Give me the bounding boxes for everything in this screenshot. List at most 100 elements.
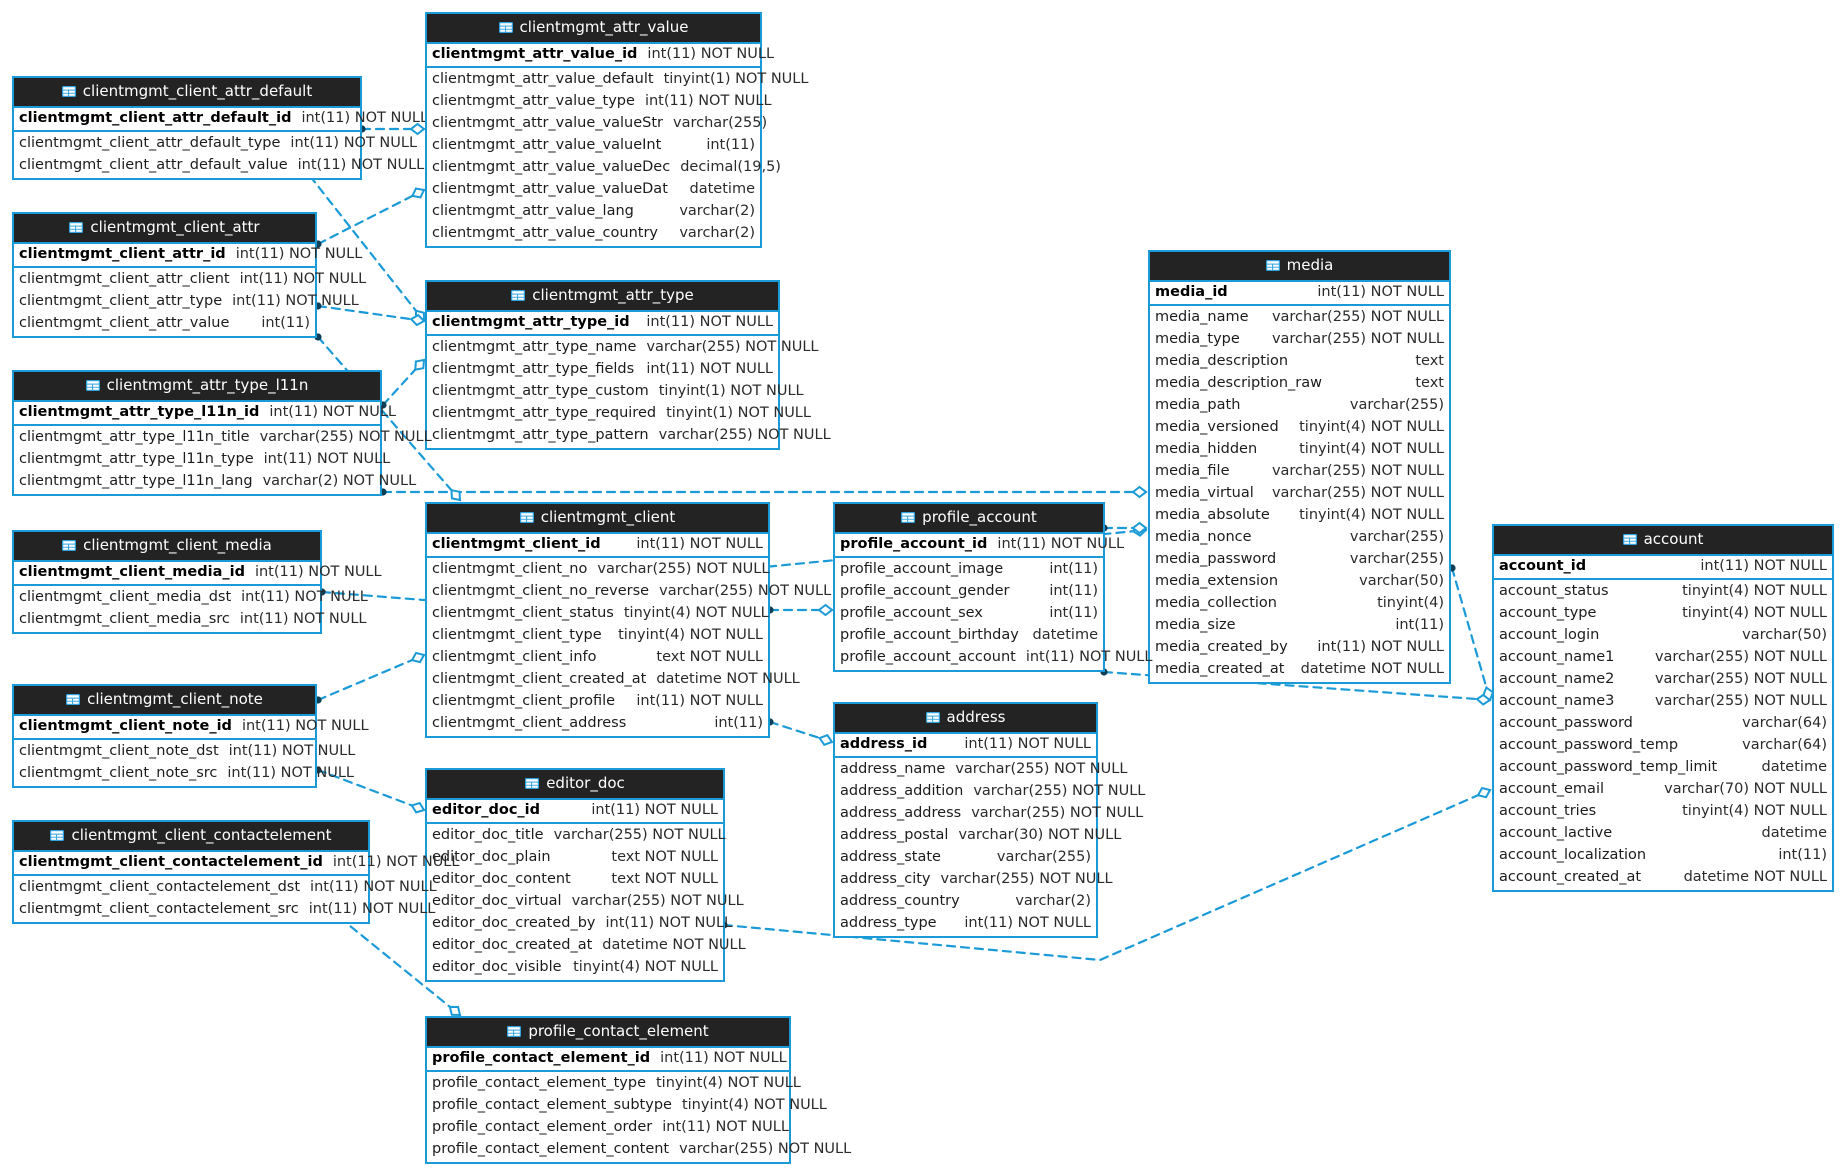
- column-type: datetime NOT NULL: [602, 937, 746, 953]
- column-row: address_addition varchar(255) NOT NULL: [835, 781, 1145, 803]
- column-name: clientmgmt_attr_value_valueStr: [432, 115, 663, 131]
- column-type: varchar(255) NOT NULL: [658, 427, 831, 443]
- entity-table-clientmgmt_attr_type_l11n[interactable]: clientmgmt_attr_type_l11n clientmgmt_att…: [12, 370, 432, 496]
- entity-table-clientmgmt_client_attr_default[interactable]: clientmgmt_client_attr_default clientmgm…: [12, 76, 428, 180]
- table-icon: [66, 694, 81, 705]
- column-type: int(11) NOT NULL: [239, 271, 367, 287]
- entity-table-clientmgmt_client_attr[interactable]: clientmgmt_client_attr clientmgmt_client…: [12, 212, 366, 338]
- column-name: account_type: [1499, 605, 1597, 621]
- primary-key-row: clientmgmt_attr_type_l11n_id int(11) NOT…: [14, 400, 396, 426]
- column-type: int(11) NOT NULL: [263, 451, 391, 467]
- relationship-target-diamond: [410, 187, 426, 199]
- entity-table-profile_account[interactable]: profile_account profile_account_id int(1…: [833, 502, 1152, 672]
- column-name: clientmgmt_client_media_src: [19, 611, 230, 627]
- column-row: profile_account_sex int(11): [835, 603, 1103, 625]
- column-name: profile_contact_element_content: [432, 1141, 670, 1157]
- column-name: address_address: [840, 805, 962, 821]
- column-row: clientmgmt_attr_value_country varchar(2): [427, 223, 760, 245]
- column-row: profile_account_account int(11) NOT NULL: [835, 647, 1152, 669]
- column-row: clientmgmt_client_info text NOT NULL: [427, 647, 768, 669]
- column-name: account_password_temp: [1499, 737, 1679, 753]
- entity-title-bar: account: [1494, 526, 1832, 554]
- column-name: account_email: [1499, 781, 1605, 797]
- entity-table-media[interactable]: media media_id int(11) NOT NULL media_na…: [1148, 250, 1451, 684]
- entity-table-clientmgmt_client_note[interactable]: clientmgmt_client_note clientmgmt_client…: [12, 684, 369, 788]
- column-type: datetime NOT NULL: [1683, 869, 1827, 885]
- column-row: clientmgmt_client_type tinyint(4) NOT NU…: [427, 625, 768, 647]
- column-type: varchar(255) NOT NULL: [1271, 485, 1444, 501]
- column-type: int(11) NOT NULL: [332, 854, 460, 870]
- table-icon: [901, 512, 916, 523]
- column-type: text: [1415, 375, 1444, 391]
- column-list: clientmgmt_client_attr_default_type int(…: [14, 132, 424, 178]
- column-name: clientmgmt_client_attr_id: [19, 246, 226, 262]
- entity-name: profile_account: [922, 508, 1037, 526]
- column-type: tinyint(4) NOT NULL: [1682, 583, 1827, 599]
- column-type: text NOT NULL: [656, 649, 763, 665]
- column-type: varchar(255) NOT NULL: [973, 783, 1146, 799]
- column-row: media_password varchar(255): [1150, 549, 1449, 571]
- column-name: clientmgmt_attr_value_country: [432, 225, 658, 241]
- entity-title-bar: clientmgmt_client_contactelement: [14, 822, 368, 850]
- column-name: address_type: [840, 915, 937, 931]
- column-row: editor_doc_virtual varchar(255) NOT NULL: [427, 891, 744, 913]
- column-type: int(11) NOT NULL: [241, 589, 368, 605]
- column-name: profile_contact_element_type: [432, 1075, 646, 1091]
- table-icon: [519, 512, 534, 523]
- column-name: clientmgmt_client_attr_default_type: [19, 135, 281, 151]
- entity-table-editor_doc[interactable]: editor_doc editor_doc_id int(11) NOT NUL…: [425, 768, 746, 982]
- primary-key-row: clientmgmt_attr_value_id int(11) NOT NUL…: [427, 42, 774, 68]
- entity-title-bar: profile_contact_element: [427, 1018, 789, 1046]
- column-name: account_login: [1499, 627, 1600, 643]
- primary-key-row: clientmgmt_client_note_id int(11) NOT NU…: [14, 714, 369, 740]
- entity-table-profile_contact_element[interactable]: profile_contact_element profile_contact_…: [425, 1016, 851, 1164]
- entity-table-address[interactable]: address address_id int(11) NOT NULL addr…: [833, 702, 1145, 938]
- column-type: varchar(255) NOT NULL: [1654, 671, 1827, 687]
- column-name: clientmgmt_attr_value_default: [432, 71, 654, 87]
- column-name: account_created_at: [1499, 869, 1642, 885]
- column-name: media_file: [1155, 463, 1230, 479]
- entity-table-account[interactable]: account account_id int(11) NOT NULL acco…: [1492, 524, 1834, 892]
- column-type: varchar(2): [1015, 893, 1091, 909]
- entity-table-clientmgmt_attr_value[interactable]: clientmgmt_attr_value clientmgmt_attr_va…: [425, 12, 808, 248]
- column-type: decimal(19,5): [680, 159, 781, 175]
- column-type: int(11): [1049, 605, 1098, 621]
- column-type: text NOT NULL: [611, 849, 718, 865]
- column-name: account_lactive: [1499, 825, 1613, 841]
- column-type: int(11) NOT NULL: [647, 46, 775, 62]
- column-type: int(11): [1049, 583, 1098, 599]
- column-row: account_lactive datetime: [1494, 823, 1832, 845]
- column-row: account_created_at datetime NOT NULL: [1494, 867, 1832, 889]
- column-name: profile_contact_element_id: [432, 1050, 651, 1066]
- column-name: account_password: [1499, 715, 1633, 731]
- column-row: account_name3 varchar(255) NOT NULL: [1494, 691, 1832, 713]
- column-list: account_status tinyint(4) NOT NULL accou…: [1494, 580, 1832, 890]
- column-name: clientmgmt_client_created_at: [432, 671, 647, 687]
- column-name: account_id: [1499, 558, 1587, 574]
- entity-table-clientmgmt_attr_type[interactable]: clientmgmt_attr_type clientmgmt_attr_typ…: [425, 280, 831, 450]
- column-name: media_type: [1155, 331, 1240, 347]
- column-row: media_created_at datetime NOT NULL: [1150, 659, 1449, 681]
- column-list: editor_doc_title varchar(255) NOT NULL e…: [427, 824, 746, 980]
- entity-name: clientmgmt_client_media: [83, 536, 272, 554]
- column-row: profile_account_birthday datetime: [835, 625, 1103, 647]
- column-type: tinyint(1) NOT NULL: [663, 71, 809, 87]
- column-row: clientmgmt_client_note_dst int(11) NOT N…: [14, 741, 355, 763]
- column-row: editor_doc_plain text NOT NULL: [427, 847, 723, 869]
- entity-table-clientmgmt_client[interactable]: clientmgmt_client clientmgmt_client_id i…: [425, 502, 831, 738]
- relationship-target-diamond: [409, 313, 426, 327]
- column-name: clientmgmt_attr_type_l11n_type: [19, 451, 254, 467]
- column-row: profile_contact_element_order int(11) NO…: [427, 1117, 789, 1139]
- column-name: profile_account_birthday: [840, 627, 1019, 643]
- entity-table-clientmgmt_client_media[interactable]: clientmgmt_client_media clientmgmt_clien…: [12, 530, 382, 634]
- column-type: int(11) NOT NULL: [636, 693, 763, 709]
- column-row: clientmgmt_client_attr_value int(11): [14, 313, 315, 335]
- column-name: clientmgmt_client_info: [432, 649, 597, 665]
- column-row: media_description_raw text: [1150, 373, 1449, 395]
- entity-table-clientmgmt_client_contactelement[interactable]: clientmgmt_client_contactelement clientm…: [12, 820, 459, 924]
- column-type: varchar(64): [1742, 715, 1827, 731]
- entity-name: clientmgmt_attr_type_l11n: [106, 376, 309, 394]
- column-row: clientmgmt_client_attr_default_value int…: [14, 155, 424, 177]
- column-row: media_name varchar(255) NOT NULL: [1150, 307, 1449, 329]
- entity-title-bar: clientmgmt_client_attr_default: [14, 78, 360, 106]
